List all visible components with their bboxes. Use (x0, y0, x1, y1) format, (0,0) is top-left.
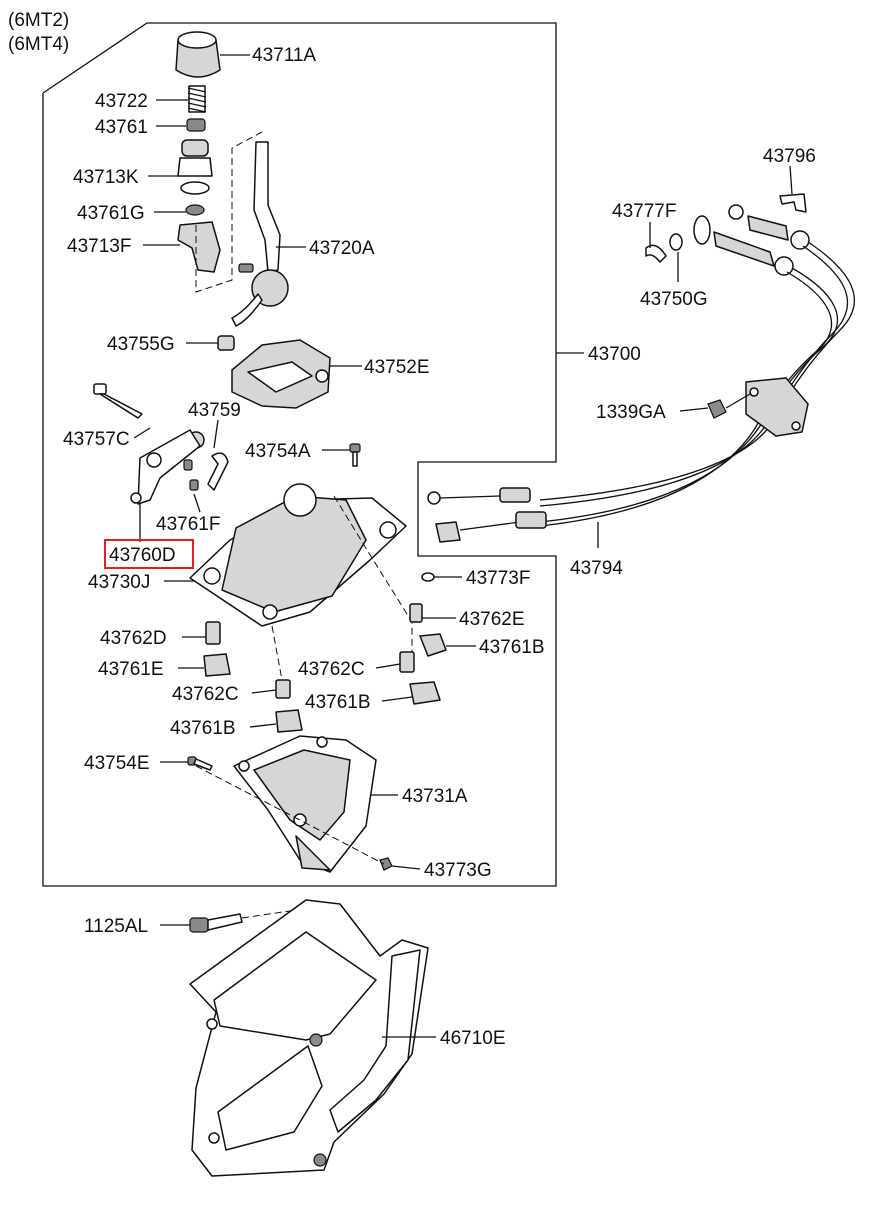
part-label-43794: 43794 (570, 558, 623, 579)
part-label-43773F: 43773F (466, 568, 530, 589)
assembly-boundary-43700 (42, 22, 557, 887)
nut-1339GA[interactable] (707, 399, 727, 419)
variant-label-6mt2: (6MT2) (8, 10, 69, 31)
grommet-43761E[interactable] (203, 653, 231, 677)
highlight-box-43760D (104, 539, 194, 569)
assembly-dash-line (195, 765, 385, 865)
part-label-43762E: 43762E (459, 609, 525, 630)
part-label-43700: 43700 (588, 344, 641, 365)
grommet-43761B-left[interactable] (275, 709, 303, 733)
spring-clip-43759[interactable] (207, 452, 229, 491)
part-label-43761B-a: 43761B (479, 637, 545, 658)
cotter-pin-43777F[interactable] (645, 244, 667, 263)
part-label-43762D: 43762D (100, 628, 167, 649)
assembly-dash-line (271, 625, 283, 681)
nut-43773G[interactable] (379, 857, 393, 871)
boot-retainer-43713F[interactable] (177, 221, 221, 273)
part-label-43713F: 43713F (67, 236, 131, 257)
part-label-43752E: 43752E (364, 357, 430, 378)
part-label-43761B-c: 43761B (170, 718, 236, 739)
grommet-43761B[interactable] (419, 633, 447, 657)
assembly-dash-line (333, 495, 413, 660)
part-label-43762C-a: 43762C (298, 659, 365, 680)
part-label-43761B-b: 43761B (305, 692, 371, 713)
assembly-dash-line (195, 131, 263, 293)
lever-housing-43752E[interactable] (231, 339, 331, 409)
shift-lever-43720A[interactable] (231, 141, 289, 327)
variant-label-6mt4: (6MT4) (8, 34, 69, 55)
part-label-43757C: 43757C (63, 429, 130, 450)
sleeve-43762C-right[interactable] (399, 651, 415, 673)
part-label-43761F: 43761F (156, 514, 220, 535)
lower-housing-43731A[interactable] (233, 735, 377, 873)
cable-end-clip-43796[interactable] (779, 193, 807, 213)
link-plate-43760D[interactable] (130, 429, 201, 505)
cable-end-transmission[interactable] (427, 487, 547, 543)
bolt-43754E[interactable] (187, 756, 213, 771)
pin-43761F[interactable] (183, 459, 199, 491)
boot-43713K[interactable] (177, 139, 213, 195)
part-label-43773G: 43773G (424, 860, 492, 881)
cable-43794[interactable] (539, 241, 856, 527)
part-label-43754E: 43754E (84, 753, 150, 774)
part-label-43796: 43796 (763, 146, 816, 167)
bushing-43761[interactable] (186, 118, 206, 132)
washer-43773F[interactable] (421, 572, 435, 582)
part-label-46710E: 46710E (440, 1028, 506, 1049)
part-label-43755G: 43755G (107, 334, 175, 355)
bushing-43755G[interactable] (217, 335, 235, 351)
part-label-43762C-b: 43762C (172, 684, 239, 705)
part-label-43777F: 43777F (612, 201, 676, 222)
part-label-43761E: 43761E (98, 659, 164, 680)
part-label-43761G: 43761G (77, 203, 145, 224)
ring-43761G[interactable] (185, 204, 205, 216)
part-label-43760D[interactable]: 43760D (109, 545, 176, 566)
part-label-43720A: 43720A (309, 238, 375, 259)
part-label-43711A: 43711A (252, 45, 316, 66)
leader-lines (133, 54, 793, 1038)
part-label-43731A: 43731A (402, 786, 468, 807)
bolt-43754A[interactable] (349, 443, 361, 467)
cable-end-fittings[interactable] (693, 204, 810, 276)
part-label-43722: 43722 (95, 91, 148, 112)
part-label-1125AL: 1125AL (84, 916, 148, 937)
shifter-base-43730J[interactable] (189, 483, 407, 627)
part-label-43754A: 43754A (245, 441, 311, 462)
part-label-43759: 43759 (188, 400, 241, 421)
part-label-43713K: 43713K (73, 167, 139, 188)
part-label-43750G: 43750G (640, 289, 708, 310)
grommet-plate-cable[interactable] (745, 377, 809, 437)
part-label-43730J: 43730J (88, 572, 150, 593)
mounting-bracket-46710E[interactable] (189, 899, 429, 1177)
sleeve-43762C-left[interactable] (275, 679, 291, 699)
shift-knob-43711A[interactable] (175, 31, 221, 78)
sleeve-43762E[interactable] (409, 603, 423, 623)
sleeve-43762D[interactable] (205, 621, 221, 645)
grommet-43761B-right[interactable] (409, 681, 441, 705)
part-label-43761: 43761 (95, 117, 148, 138)
bolt-1125AL[interactable] (189, 913, 243, 933)
bolt-43757C[interactable] (93, 383, 143, 419)
spring-43722[interactable] (187, 85, 207, 113)
washer-43750G[interactable] (669, 233, 683, 251)
part-label-1339GA: 1339GA (596, 402, 666, 423)
